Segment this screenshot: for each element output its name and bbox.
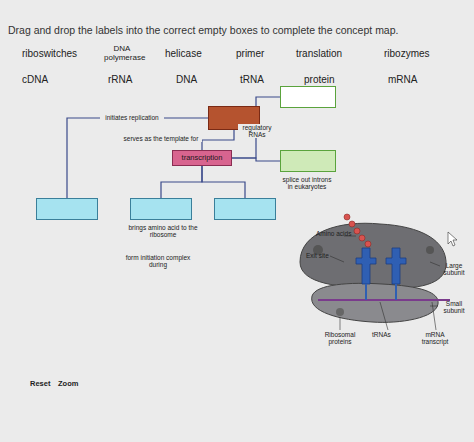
text-label: Large subunit	[440, 262, 468, 277]
text-label: brings amino acid to the ribosome	[128, 224, 198, 239]
text-label: Amino acids	[316, 230, 351, 237]
box-label: transcription	[178, 154, 227, 162]
text-label: Exit site	[306, 252, 329, 259]
text-label: ribozymes	[384, 48, 430, 60]
connector	[202, 130, 234, 150]
connector	[232, 158, 280, 161]
text-label: DNA polymerase	[104, 44, 140, 62]
text-label: translation	[296, 48, 342, 60]
connector-label: regulatory RNAs	[238, 124, 276, 138]
concept-box	[280, 86, 336, 108]
text-label: Reset	[30, 380, 50, 389]
concept-box	[36, 198, 98, 220]
text-label: riboswitches	[22, 48, 77, 60]
connector-label: serves as the template for	[120, 135, 202, 142]
text-label: splice out introns in eukaryotes	[282, 176, 332, 191]
text-label: tRNA	[240, 74, 264, 86]
concept-box	[214, 198, 276, 220]
concept-box: transcription	[172, 150, 232, 166]
concept-box	[130, 198, 192, 220]
text-label: cDNA	[22, 74, 48, 86]
connector	[161, 166, 202, 198]
text-label: DNA	[176, 74, 197, 86]
text-label: mRNA	[388, 74, 417, 86]
text-label: Small subunit	[440, 300, 468, 315]
text-label: rRNA	[108, 74, 132, 86]
text-label: Zoom	[58, 380, 78, 389]
text-label: Ribosomal proteins	[320, 331, 360, 346]
text-label: primer	[236, 48, 264, 60]
text-label: protein	[304, 74, 335, 86]
text-label: helicase	[165, 48, 202, 60]
text-label: tRNAs	[372, 331, 391, 338]
connector-label: initiates replication	[100, 114, 164, 121]
text-label: form initiation complex during	[118, 254, 198, 269]
concept-box	[280, 150, 336, 172]
connector	[202, 166, 245, 198]
instruction-title: Drag and drop the labels into the correc…	[8, 24, 398, 36]
text-label: mRNA transcript	[418, 331, 452, 346]
